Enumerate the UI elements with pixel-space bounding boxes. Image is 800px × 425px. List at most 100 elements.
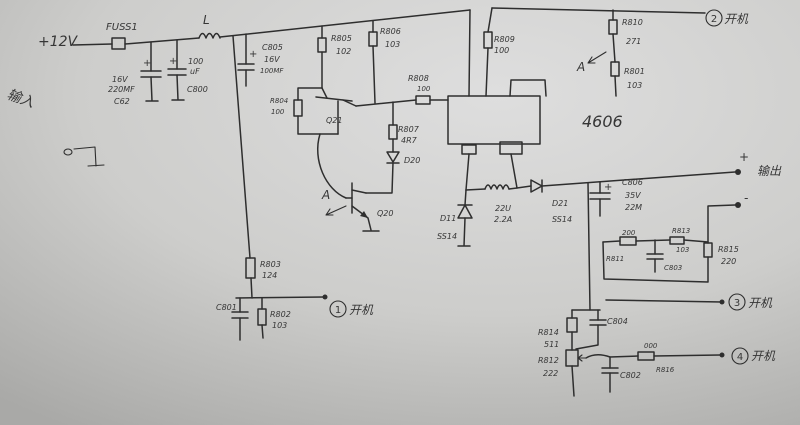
r805-value: 102 bbox=[336, 47, 351, 56]
output-label: 输出 bbox=[757, 164, 782, 178]
r809-value: 100 bbox=[494, 46, 509, 55]
q21-name: Q21 bbox=[326, 116, 342, 125]
wire-output-positive bbox=[541, 171, 736, 187]
ic-part-number: 4606 bbox=[582, 112, 623, 131]
input-section bbox=[63, 9, 471, 167]
feedback-section bbox=[565, 182, 749, 397]
sw1-connector-circle bbox=[329, 300, 347, 318]
wire-sw2 bbox=[491, 7, 706, 14]
c800-name: C800 bbox=[187, 85, 208, 94]
ic-4606-tab bbox=[509, 79, 547, 97]
d11-name: D11 bbox=[440, 214, 456, 223]
d20-name: D20 bbox=[404, 156, 420, 165]
r802-lead-bottom bbox=[261, 324, 264, 339]
r801-test-point-label: A bbox=[576, 60, 585, 74]
c800-value: 100 bbox=[188, 57, 203, 66]
c62-voltage: 16V bbox=[112, 75, 128, 84]
r804-name: R804 bbox=[270, 97, 288, 105]
sw1-terminal-dot bbox=[322, 294, 328, 300]
c804-name: C804 bbox=[607, 317, 628, 326]
wire-q21-to-r808 bbox=[355, 99, 417, 107]
c62-lead-bottom bbox=[145, 76, 159, 102]
sw1-number: 1 bbox=[335, 305, 341, 316]
output-plus-sign: + bbox=[739, 150, 749, 164]
c806-polarity: + bbox=[604, 182, 612, 193]
wire-output-negative bbox=[707, 204, 736, 244]
d21-value: SS14 bbox=[552, 215, 572, 224]
r802-name: R802 bbox=[270, 310, 291, 319]
inductor-l bbox=[198, 32, 221, 39]
r804-lead-bottom bbox=[297, 115, 339, 135]
r809-lead-bottom bbox=[485, 47, 489, 97]
ic-4606-body bbox=[447, 95, 541, 145]
d21-triangle bbox=[530, 179, 543, 193]
c62-value: 220MF bbox=[108, 85, 135, 94]
d20-triangle bbox=[386, 151, 400, 163]
r812-wiper-arrow bbox=[577, 354, 587, 362]
test-point-a-arrow-q20 bbox=[325, 205, 347, 216]
sw3-terminal-dot bbox=[719, 299, 725, 305]
c805-name: C805 bbox=[262, 43, 283, 52]
sw2-label: 开机 bbox=[724, 12, 749, 26]
c804-lead-bottom bbox=[575, 324, 599, 350]
wire-to-output-inductor bbox=[465, 188, 486, 191]
c62-name: C62 bbox=[114, 97, 130, 106]
driver-section bbox=[293, 20, 449, 232]
c802-name: C802 bbox=[620, 371, 641, 380]
r812-name: R812 bbox=[538, 356, 559, 365]
r812-value: 222 bbox=[543, 369, 558, 378]
sw3-label: 开机 bbox=[748, 296, 773, 310]
wire-r811-left bbox=[602, 240, 621, 243]
labels: +12V 输入 FUSS1 L + 16V 220MF C62 + 100 uF… bbox=[5, 12, 782, 380]
input-voltage-label: +12V bbox=[38, 34, 79, 50]
q20-test-point-label: A bbox=[321, 188, 330, 202]
c806-value: 22M bbox=[625, 203, 642, 212]
r801-value: 103 bbox=[627, 81, 642, 90]
r809-lead-top bbox=[487, 7, 493, 33]
r805-name: R805 bbox=[331, 34, 352, 43]
d21-name: D21 bbox=[552, 199, 568, 208]
c800-unit: uF bbox=[190, 67, 200, 76]
output-inductor bbox=[484, 184, 510, 190]
r802-value: 103 bbox=[272, 321, 287, 330]
q20-collector bbox=[351, 189, 367, 194]
sw1-label: 开机 bbox=[349, 303, 374, 317]
r806-value: 103 bbox=[385, 40, 400, 49]
test-point-a-arrow-top bbox=[587, 51, 607, 64]
r816-name: R816 bbox=[656, 366, 675, 374]
r811-name: R811 bbox=[606, 255, 624, 263]
c800-polarity: + bbox=[169, 56, 177, 67]
q21-emitter bbox=[342, 99, 357, 107]
c805-polarity: + bbox=[249, 49, 257, 60]
ic-section bbox=[447, 7, 723, 155]
sw4-connector-circle bbox=[731, 347, 749, 365]
wire-feedback-vertical bbox=[587, 182, 591, 311]
r807-value: 4R7 bbox=[401, 136, 418, 145]
r803-name: R803 bbox=[260, 260, 281, 269]
wire-rail-to-ic bbox=[468, 9, 471, 97]
r813-value: 103 bbox=[676, 246, 689, 254]
c805-value: 100MF bbox=[260, 67, 284, 75]
wire-sw4 bbox=[653, 354, 721, 357]
r803-value: 124 bbox=[262, 271, 277, 280]
r815-value: 220 bbox=[721, 257, 736, 266]
wire-left-vertical bbox=[232, 35, 251, 259]
d11-value: SS14 bbox=[437, 232, 457, 241]
wire-input bbox=[72, 43, 113, 46]
wire-ic-pin-left bbox=[465, 153, 470, 191]
sw4-label: 开机 bbox=[751, 349, 776, 363]
r804-lead-top bbox=[297, 87, 323, 101]
sw4-number: 4 bbox=[737, 352, 743, 363]
r808-value: 100 bbox=[417, 85, 431, 93]
c806-name: C806 bbox=[622, 178, 643, 187]
wire-r815-return bbox=[602, 241, 709, 283]
r812-lead-bottom bbox=[571, 365, 575, 397]
c62-polarity: + bbox=[143, 58, 151, 69]
r809-name: R809 bbox=[494, 35, 515, 44]
wire-r803-to-bus bbox=[250, 277, 253, 299]
wire-ic-pin-right bbox=[510, 153, 518, 189]
r814-name: R814 bbox=[538, 328, 559, 337]
c806-voltage: 35V bbox=[625, 191, 641, 200]
fuse-label: FUSS1 bbox=[106, 22, 138, 33]
